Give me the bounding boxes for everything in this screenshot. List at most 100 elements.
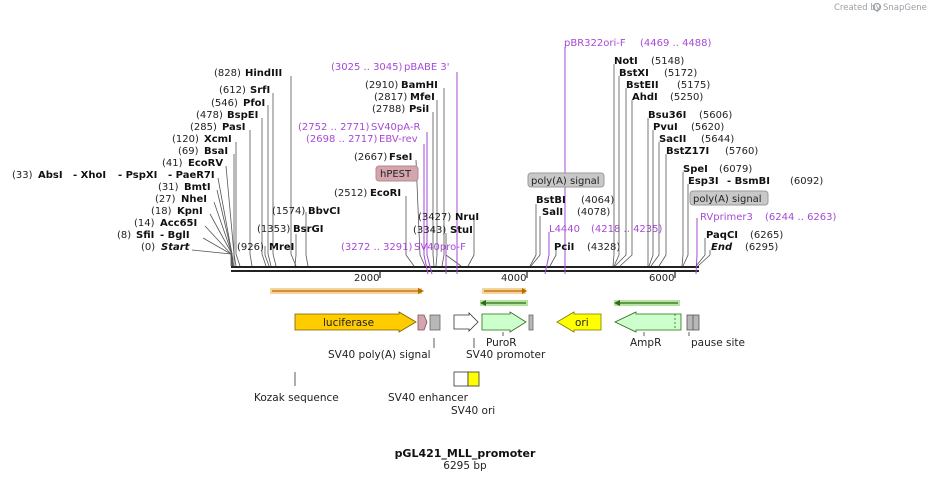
primer-sv40pro-f[interactable]: (3272 .. 3291) SV40pro-F <box>341 242 466 253</box>
svg-text:(2698 .. 2717): (2698 .. 2717) <box>306 134 378 145</box>
site-pasi[interactable]: (285) PasI <box>190 122 245 133</box>
svg-text:SfiI: SfiI <box>136 230 154 241</box>
site-ahdi[interactable]: AhdI (5250) <box>632 92 703 103</box>
svg-text:- PaeR7I: - PaeR7I <box>168 170 215 181</box>
svg-text:(5250): (5250) <box>670 92 703 103</box>
polya-signal-box-2[interactable]: poly(A) signal <box>689 190 769 206</box>
svg-text:hPEST: hPEST <box>380 169 412 180</box>
snapgene-logo-icon <box>872 2 882 12</box>
orf-arrow-puror-orange[interactable] <box>482 288 527 294</box>
label-puror: PuroR <box>486 337 517 349</box>
svg-text:PciI: PciI <box>554 242 574 253</box>
site-bsteii[interactable]: BstEII (5175) <box>626 80 710 91</box>
site-nrui[interactable]: (3427) NruI <box>418 212 479 223</box>
site-connector-lines-right-mid <box>529 204 557 267</box>
site-bsai[interactable]: (69) BsaI <box>178 146 228 157</box>
site-end[interactable]: End (6295) <box>711 242 778 253</box>
site-pfoi[interactable]: (546) PfoI <box>211 98 265 109</box>
site-stui[interactable]: (3343) StuI <box>413 225 473 236</box>
site-noti[interactable]: NotI (5148) <box>614 56 684 67</box>
svg-text:BspEI: BspEI <box>227 110 258 121</box>
site-nhei[interactable]: (27) NheI <box>155 194 207 205</box>
svg-text:BbvCI: BbvCI <box>308 206 340 217</box>
primer-l4440[interactable]: L4440 (4218 .. 4235) <box>549 224 663 235</box>
site-sali[interactable]: SalI (4078) <box>542 207 610 218</box>
site-esp3i-bsmbi[interactable]: Esp3I - BsmBI (6092) <box>688 176 823 187</box>
site-kpni[interactable]: (18) KpnI <box>151 206 203 217</box>
site-psii[interactable]: (2788) PsiI <box>372 104 429 115</box>
site-mrei[interactable]: (926) MreI <box>237 242 294 253</box>
primer-pbabe3[interactable]: (3025 .. 3045) pBABE 3' <box>331 62 450 73</box>
svg-text:(27): (27) <box>155 194 176 205</box>
feature-hpest-arrow[interactable] <box>417 314 428 331</box>
svg-text:(4078): (4078) <box>577 207 610 218</box>
primer-pbr322ori-f[interactable]: pBR322ori-F (4469 .. 4488) <box>564 38 712 49</box>
site-absi-xhoi-pspxi-paer7i[interactable]: (33) AbsI - XhoI - PspXI - PaeR7I <box>12 170 215 181</box>
credit-text: Created by <box>834 3 881 13</box>
svg-text:ori: ori <box>575 317 589 329</box>
svg-text:EcoRV: EcoRV <box>188 158 223 169</box>
site-bstxi[interactable]: BstXI (5172) <box>619 68 697 79</box>
feature-sv40-polya-box[interactable] <box>429 314 441 331</box>
feature-luciferase[interactable]: luciferase <box>294 311 417 333</box>
feature-puror-arrow[interactable] <box>481 311 527 333</box>
site-sfii-bgli[interactable]: (8) SfiI - BglI <box>117 230 190 241</box>
svg-text:(5148): (5148) <box>651 56 684 67</box>
site-hindiii[interactable]: (828) HindIII <box>214 68 282 79</box>
svg-text:(612): (612) <box>219 85 246 96</box>
orf-arrow-ampr[interactable] <box>614 300 680 306</box>
svg-text:MfeI: MfeI <box>410 92 435 103</box>
site-ecorv[interactable]: (41) EcoRV <box>162 158 223 169</box>
site-ecori[interactable]: (2512) EcoRI <box>334 188 401 199</box>
label-sv40-polya: SV40 poly(A) signal <box>328 349 431 361</box>
site-bstbi[interactable]: BstBI (4064) <box>536 195 614 206</box>
svg-text:(6092): (6092) <box>790 176 823 187</box>
svg-text:SV40pA-R: SV40pA-R <box>371 122 420 133</box>
svg-text:Esp3I: Esp3I <box>688 176 719 187</box>
feature-sv40-enhancer-box[interactable] <box>453 371 469 387</box>
site-bstz17i[interactable]: BstZ17I (5760) <box>666 146 758 157</box>
svg-text:(4469 .. 4488): (4469 .. 4488) <box>640 38 712 49</box>
site-fsei[interactable]: (2667) FseI <box>354 152 412 163</box>
label-sv40-ori: SV40 ori <box>451 405 495 417</box>
site-sacii[interactable]: SacII (5644) <box>659 134 734 145</box>
svg-text:KpnI: KpnI <box>177 206 203 217</box>
feature-ori-arrow[interactable]: ori <box>556 311 602 333</box>
svg-text:AbsI: AbsI <box>38 170 63 181</box>
svg-text:Start: Start <box>161 242 191 253</box>
site-mfei[interactable]: (2817) MfeI <box>374 92 435 103</box>
polya-signal-box-1[interactable]: poly(A) signal <box>527 172 605 188</box>
plasmid-title: pGL421_MLL_promoter <box>395 447 536 460</box>
svg-text:FseI: FseI <box>389 152 412 163</box>
site-bsu36i[interactable]: Bsu36I (5606) <box>648 110 732 121</box>
site-bbvci[interactable]: (1574) BbvCI <box>272 206 340 217</box>
site-xcmi[interactable]: (120) XcmI <box>172 134 232 145</box>
feature-sv40-promoter-arrow[interactable] <box>453 312 479 332</box>
site-bspei[interactable]: (478) BspEI <box>196 110 258 121</box>
site-bsrgi[interactable]: (1353) BsrGI <box>257 224 323 235</box>
site-paqci[interactable]: PaqCI (6265) <box>706 230 783 241</box>
feature-polya-mark[interactable] <box>528 314 534 331</box>
site-pcii[interactable]: PciI (4328) <box>554 242 620 253</box>
primer-rvprimer3[interactable]: RVprimer3 (6244 .. 6263) <box>700 212 837 223</box>
label-kozak: Kozak sequence <box>254 392 339 404</box>
site-srfi[interactable]: (612) SrfI <box>219 85 270 96</box>
orf-arrow-luciferase[interactable] <box>270 288 424 294</box>
orf-arrow-puror-green[interactable] <box>480 300 528 306</box>
site-pvui[interactable]: PvuI (5620) <box>653 122 724 133</box>
feature-sv40-ori-box[interactable] <box>467 371 480 387</box>
svg-text:BmtI: BmtI <box>184 182 211 193</box>
site-start[interactable]: (0) Start <box>141 242 191 253</box>
svg-text:(1353): (1353) <box>257 224 290 235</box>
feature-hpest-box[interactable]: hPEST <box>375 165 419 182</box>
site-acc65i[interactable]: (14) Acc65I <box>134 218 197 229</box>
site-spei[interactable]: SpeI (6079) <box>683 164 752 175</box>
feature-pause-site-box[interactable] <box>686 314 700 331</box>
primer-sv40pa-r[interactable]: (2752 .. 2771) SV40pA-R <box>298 122 420 133</box>
svg-text:(2817): (2817) <box>374 92 407 103</box>
primer-ebv-rev[interactable]: (2698 .. 2717) EBV-rev <box>306 134 418 145</box>
site-bamhi[interactable]: (2910) BamHI <box>365 80 438 91</box>
feature-ampr-arrow[interactable] <box>614 311 682 333</box>
svg-text:(3025 .. 3045): (3025 .. 3045) <box>331 62 403 73</box>
site-bmti[interactable]: (31) BmtI <box>158 182 211 193</box>
